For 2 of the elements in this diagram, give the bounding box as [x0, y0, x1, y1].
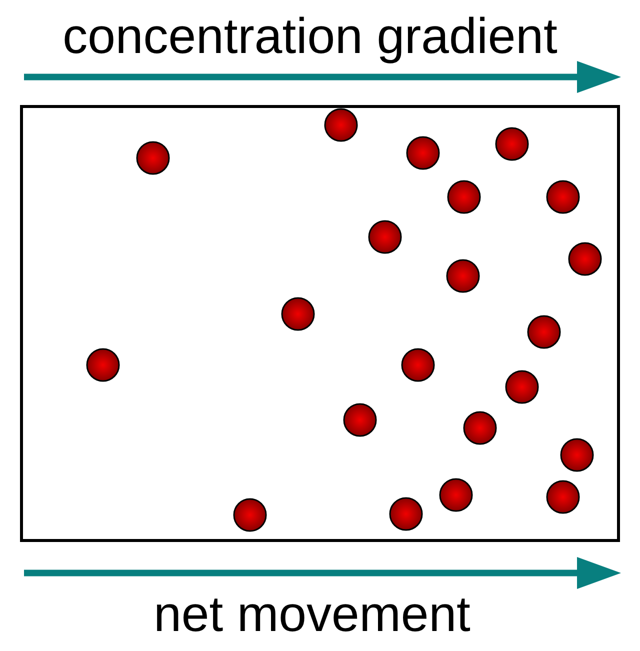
movement-label: net movement: [154, 589, 470, 639]
gradient-label: concentration gradient: [62, 11, 558, 61]
